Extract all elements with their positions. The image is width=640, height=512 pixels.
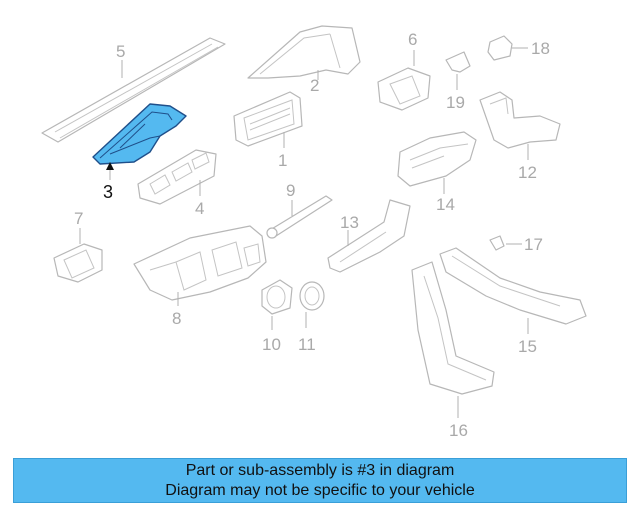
part-9-rod xyxy=(266,195,333,239)
part-3-highlighted-duct[interactable] xyxy=(92,103,187,180)
label-5[interactable]: 5 xyxy=(116,42,125,61)
part-7-side-vent xyxy=(53,228,103,283)
banner-line-disclaimer: Diagram may not be specific to your vehi… xyxy=(165,481,475,499)
part-17-grommet xyxy=(489,235,522,251)
label-7[interactable]: 7 xyxy=(74,209,83,228)
info-banner: Part or sub-assembly is #3 in diagram Di… xyxy=(13,458,627,503)
label-12[interactable]: 12 xyxy=(518,163,537,182)
label-19[interactable]: 19 xyxy=(446,93,465,112)
label-17[interactable]: 17 xyxy=(524,235,543,254)
part-19-clip xyxy=(445,51,471,90)
label-15[interactable]: 15 xyxy=(518,337,537,356)
label-4[interactable]: 4 xyxy=(195,199,204,218)
part-12-rear-duct xyxy=(479,91,561,160)
label-2[interactable]: 2 xyxy=(310,76,319,95)
part-6-side-vent xyxy=(377,50,431,111)
label-1[interactable]: 1 xyxy=(278,151,287,170)
banner-line-part-number: Part or sub-assembly is #3 in diagram xyxy=(185,461,455,479)
label-9[interactable]: 9 xyxy=(286,181,295,200)
part-15-floor-duct xyxy=(439,247,587,334)
part-8-dash-vent-assembly xyxy=(133,225,267,306)
part-11-ring xyxy=(299,281,325,328)
part-2-upper-duct xyxy=(247,25,361,80)
part-labels: 5 2 1 3 4 6 19 18 12 14 9 13 7 8 10 11 1… xyxy=(74,30,550,440)
label-6[interactable]: 6 xyxy=(408,30,417,49)
part-16-floor-duct xyxy=(411,261,495,418)
label-3[interactable]: 3 xyxy=(103,182,113,202)
part-14-vent-duct xyxy=(397,131,477,194)
label-14[interactable]: 14 xyxy=(436,195,455,214)
label-11[interactable]: 11 xyxy=(298,335,316,354)
label-8[interactable]: 8 xyxy=(172,309,181,328)
part-4-dual-vent xyxy=(137,149,217,205)
label-18[interactable]: 18 xyxy=(531,39,550,58)
part-10-round-vent xyxy=(261,279,293,330)
part-13-bracket-duct xyxy=(327,199,411,273)
label-16[interactable]: 16 xyxy=(449,421,468,440)
part-1-center-vent xyxy=(233,91,303,148)
label-13[interactable]: 13 xyxy=(340,213,359,232)
label-10[interactable]: 10 xyxy=(262,335,281,354)
part-5-defroster-grille xyxy=(41,37,226,143)
part-18-sensor xyxy=(487,35,528,61)
